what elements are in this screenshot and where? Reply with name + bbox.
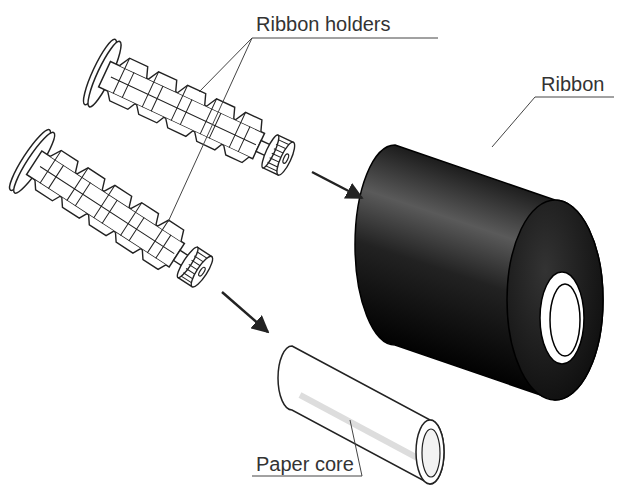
ribbon-core-ring	[540, 272, 584, 364]
insert-arrow	[222, 292, 268, 332]
part-label: Ribbon	[541, 72, 621, 96]
paper-core-shade	[300, 395, 425, 462]
leader-line	[168, 38, 438, 222]
ribbon-face	[507, 200, 603, 400]
leader-line	[492, 97, 614, 147]
insert-arrow	[312, 172, 362, 198]
ribbon-holder	[5, 126, 226, 305]
part-label: Ribbon holders	[256, 12, 446, 36]
ribbon-core-hole	[550, 284, 580, 356]
paper-core-hole	[422, 429, 440, 477]
paper-core-end	[416, 420, 444, 484]
ribbon-roll	[355, 145, 603, 400]
part-label: Paper core	[256, 452, 376, 476]
